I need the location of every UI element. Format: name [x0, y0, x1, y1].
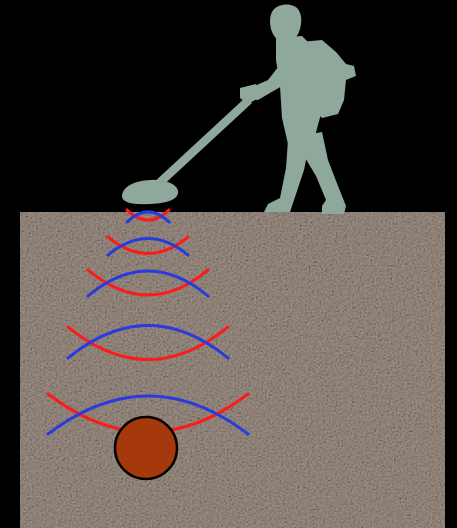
buried-metal-object	[115, 417, 177, 479]
ground-soil	[20, 212, 445, 528]
